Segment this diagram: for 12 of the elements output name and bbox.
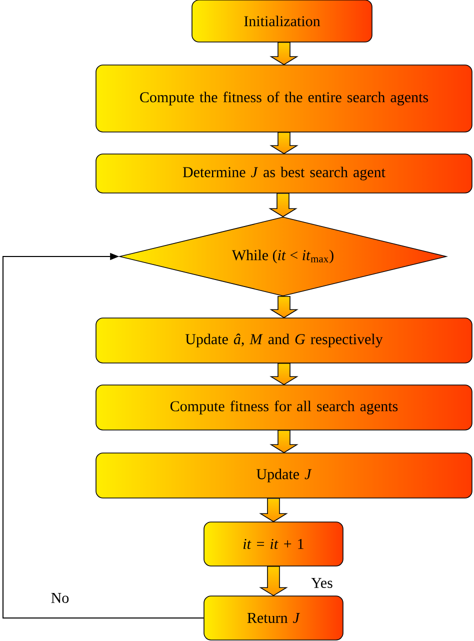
block-arrow [270,132,298,154]
block-arrow [268,193,298,218]
block-arrow [259,498,288,522]
block-arrow [270,363,298,386]
block-arrow [270,296,298,318]
arrow [2,252,204,618]
process-box: Compute the fitness of the entire search agents [96,64,472,132]
block-arrow [270,430,298,454]
block-arrow [270,42,298,66]
edge-label: No [51,593,69,603]
edge-label: Yes [311,578,332,588]
block-arrow [259,566,288,596]
